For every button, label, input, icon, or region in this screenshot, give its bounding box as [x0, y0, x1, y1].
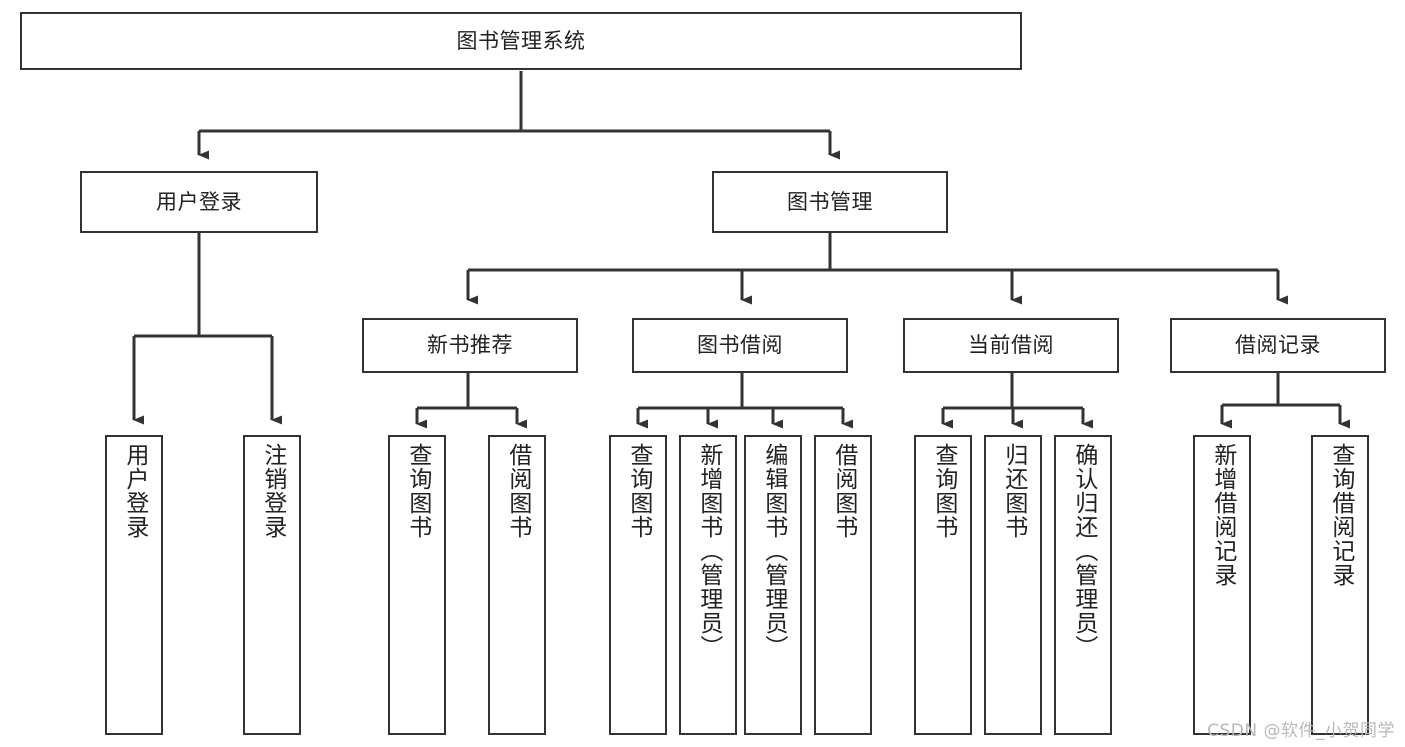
- node-leaf-query-book-1-label: 查询图书: [404, 443, 431, 539]
- node-book-borrow-label: 图书借阅: [697, 333, 783, 358]
- node-leaf-confirm-return-label: 确认归还（管理员）: [1070, 443, 1097, 659]
- node-leaf-query-book-1[interactable]: 查询图书: [388, 435, 446, 735]
- node-leaf-borrow-book-2-label: 借阅图书: [830, 443, 857, 539]
- node-root-label: 图书管理系统: [456, 28, 586, 53]
- node-leaf-edit-book[interactable]: 编辑图书（管理员）: [744, 435, 802, 735]
- node-leaf-borrow-book-2[interactable]: 借阅图书: [814, 435, 872, 735]
- node-root[interactable]: 图书管理系统: [20, 12, 1022, 70]
- node-leaf-borrow-book-1-label: 借阅图书: [504, 443, 531, 539]
- node-borrow-record[interactable]: 借阅记录: [1170, 318, 1386, 373]
- node-leaf-return-book-label: 归还图书: [1000, 443, 1027, 539]
- node-new-book-recommend-label: 新书推荐: [427, 333, 513, 358]
- node-current-borrow-label: 当前借阅: [968, 333, 1054, 358]
- node-leaf-add-record-label: 新增借阅记录: [1209, 443, 1236, 587]
- node-leaf-borrow-book-1[interactable]: 借阅图书: [488, 435, 546, 735]
- node-leaf-query-book-3[interactable]: 查询图书: [914, 435, 972, 735]
- node-leaf-query-book-2-label: 查询图书: [625, 443, 652, 539]
- node-leaf-query-record-label: 查询借阅记录: [1327, 443, 1354, 587]
- csdn-watermark: CSDN @软件_小贺同学: [1207, 721, 1395, 741]
- node-user-login[interactable]: 用户登录: [80, 171, 318, 233]
- node-current-borrow[interactable]: 当前借阅: [903, 318, 1119, 373]
- node-leaf-return-book[interactable]: 归还图书: [984, 435, 1042, 735]
- node-leaf-user-login-label: 用户登录: [121, 443, 148, 539]
- node-borrow-record-label: 借阅记录: [1235, 333, 1321, 358]
- node-leaf-user-login[interactable]: 用户登录: [105, 435, 163, 735]
- node-leaf-edit-book-label: 编辑图书（管理员）: [760, 443, 787, 659]
- node-leaf-logout-label: 注销登录: [259, 443, 286, 539]
- node-leaf-add-record[interactable]: 新增借阅记录: [1193, 435, 1251, 735]
- node-book-manage-label: 图书管理: [787, 189, 873, 214]
- node-leaf-query-record[interactable]: 查询借阅记录: [1311, 435, 1369, 735]
- node-user-login-label: 用户登录: [156, 189, 242, 214]
- node-leaf-add-book-label: 新增图书（管理员）: [695, 443, 722, 659]
- node-leaf-query-book-3-label: 查询图书: [930, 443, 957, 539]
- node-book-borrow[interactable]: 图书借阅: [632, 318, 848, 373]
- node-new-book-recommend[interactable]: 新书推荐: [362, 318, 578, 373]
- node-leaf-add-book[interactable]: 新增图书（管理员）: [679, 435, 737, 735]
- node-leaf-logout[interactable]: 注销登录: [243, 435, 301, 735]
- node-leaf-confirm-return[interactable]: 确认归还（管理员）: [1054, 435, 1112, 735]
- node-book-manage[interactable]: 图书管理: [712, 171, 948, 233]
- node-leaf-query-book-2[interactable]: 查询图书: [609, 435, 667, 735]
